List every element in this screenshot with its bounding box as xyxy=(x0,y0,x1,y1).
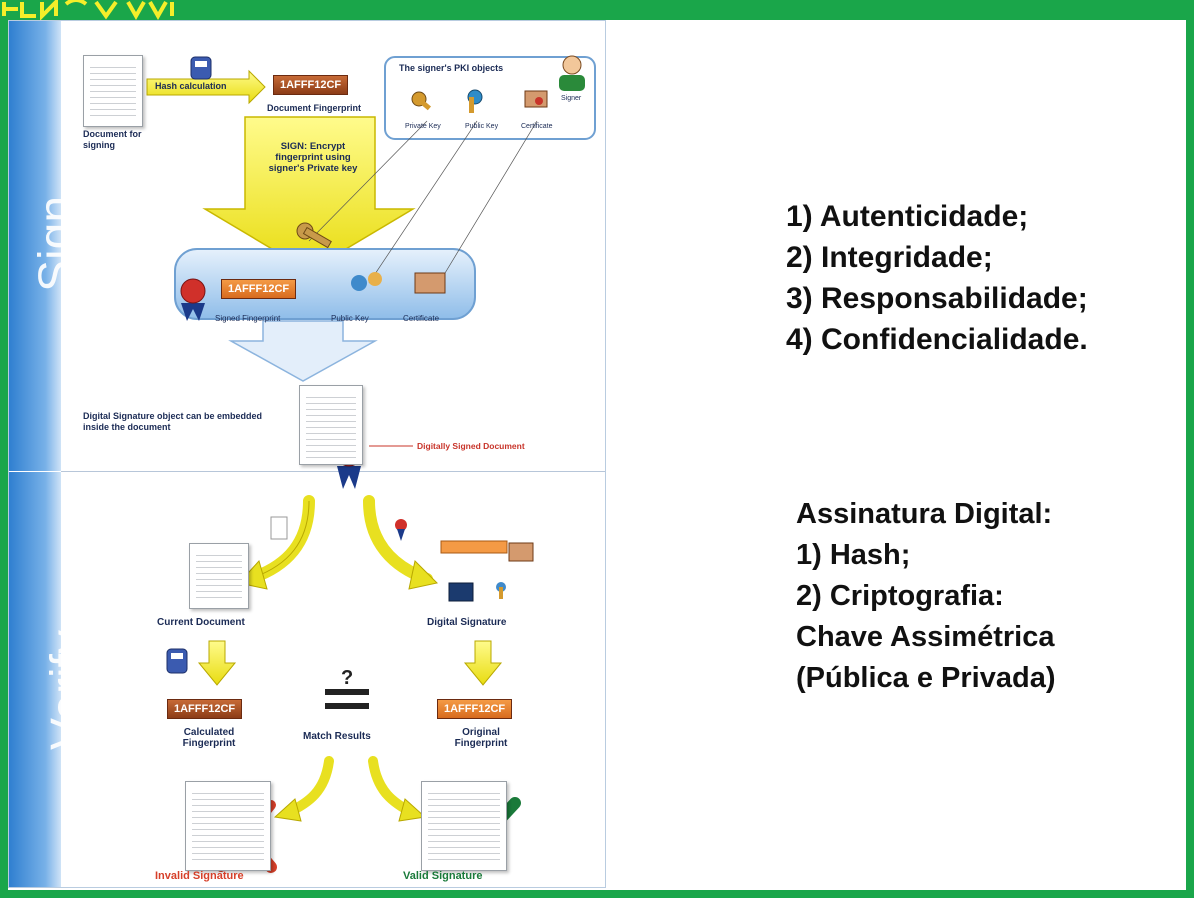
signature-heading: Assinatura Digital: xyxy=(796,498,1053,530)
signer-icon xyxy=(559,55,585,91)
signer-label: Signer xyxy=(561,95,582,102)
public-key-icon xyxy=(467,89,483,113)
properties-list: 1) Autenticidade; 2) Integridade; 3) Res… xyxy=(786,196,1088,360)
calculated-fingerprint: 1AFFF12CF xyxy=(167,699,243,719)
verify-arrow-right xyxy=(363,495,439,590)
hash-tool-icon xyxy=(190,56,212,80)
hash-tool-icon-verify xyxy=(166,648,188,674)
monitor-icon xyxy=(448,582,474,602)
orig-down-arrow xyxy=(463,640,503,686)
small-seal-icon xyxy=(395,519,407,541)
calculated-fingerprint-caption: Calculated Fingerprint xyxy=(182,727,236,749)
top-border xyxy=(0,0,1194,20)
mini-fingerprint xyxy=(440,540,508,554)
signed-fingerprint-label: Signed Fingerprint xyxy=(215,314,281,323)
small-doc-icon xyxy=(270,516,288,540)
seal-icon xyxy=(180,278,206,321)
pki-box xyxy=(384,56,596,140)
logo-fragment xyxy=(0,0,190,20)
signed-fingerprint: 1AFFF12CF xyxy=(221,279,297,299)
result-arrow-left xyxy=(273,756,334,822)
original-fingerprint-caption: Original Fingerprint xyxy=(454,727,508,749)
valid-signature-label: Valid Signature xyxy=(403,870,483,882)
signature-notes: Assinatura Digital: 1) Hash; 2) Criptogr… xyxy=(796,494,1056,699)
match-question: ? xyxy=(341,667,354,689)
key-icon xyxy=(296,222,332,249)
invalid-document xyxy=(185,781,271,871)
property-item: 1) Autenticidade; xyxy=(786,200,1029,233)
pki-private-key-label: Private Key xyxy=(405,123,441,130)
signed-bar xyxy=(174,248,476,320)
property-item: 2) Integridade; xyxy=(786,241,993,274)
signature-item: 1) Hash; xyxy=(796,539,911,571)
hash-arrow xyxy=(146,69,266,105)
diagram-graphics xyxy=(146,55,596,873)
sign-band xyxy=(9,21,61,471)
property-item: 3) Responsabilidade; xyxy=(786,282,1088,315)
slide: Sign Verify xyxy=(8,20,1186,890)
certificate-icon xyxy=(524,90,548,108)
current-document-label: Current Document xyxy=(157,617,245,628)
signature-item: 2) Criptografia: xyxy=(796,580,1004,612)
pki-title: The signer's PKI objects xyxy=(399,63,504,73)
invalid-signature-label: Invalid Signature xyxy=(155,870,244,882)
pki-public-key-label: Public Key xyxy=(465,123,499,130)
section-divider xyxy=(61,471,605,472)
equals-bar-top xyxy=(325,689,369,695)
embed-arrow xyxy=(228,320,378,382)
certificate-small-icon xyxy=(414,272,446,294)
current-document xyxy=(189,543,249,609)
digital-signature-label: Digital Signature xyxy=(427,617,507,628)
document-fingerprint-caption: Document Fingerprint xyxy=(267,103,361,113)
mini-certificate-icon xyxy=(508,542,534,562)
original-fingerprint: 1AFFF12CF xyxy=(437,699,513,719)
document-for-signing-label: Document for signing xyxy=(83,129,142,150)
mini-key-icon xyxy=(496,582,506,599)
signed-document xyxy=(299,385,363,465)
sign-step-label: SIGN: Encrypt fingerprint using signer's… xyxy=(268,141,358,174)
private-key-icon xyxy=(411,91,432,111)
digital-signature-diagram: Sign Verify xyxy=(8,20,606,888)
public-key-small-icon xyxy=(351,272,382,291)
property-item: 4) Confidencialidade. xyxy=(786,323,1088,356)
verify-band xyxy=(9,472,61,887)
signed-public-key-label: Public Key xyxy=(331,314,369,323)
embed-note: Digital Signature object can be embedded… xyxy=(83,411,263,432)
sign-arrow xyxy=(202,116,416,272)
pki-certificate-label: Certificate xyxy=(521,123,553,130)
calc-down-arrow xyxy=(197,640,237,686)
hash-calculation-label: Hash calculation xyxy=(155,81,227,91)
equals-bar-bottom xyxy=(325,703,369,709)
result-arrow-right xyxy=(368,756,427,822)
document-for-signing xyxy=(83,55,143,127)
match-results-label: Match Results xyxy=(303,731,371,742)
verify-arrow-left xyxy=(238,495,315,590)
signature-item: (Pública e Privada) xyxy=(796,662,1056,694)
document-fingerprint: 1AFFF12CF xyxy=(273,75,349,95)
signed-certificate-label: Certificate xyxy=(403,314,440,323)
digitally-signed-label: Digitally Signed Document xyxy=(417,441,525,451)
signature-item: Chave Assimétrica xyxy=(796,621,1055,653)
valid-document xyxy=(421,781,507,871)
